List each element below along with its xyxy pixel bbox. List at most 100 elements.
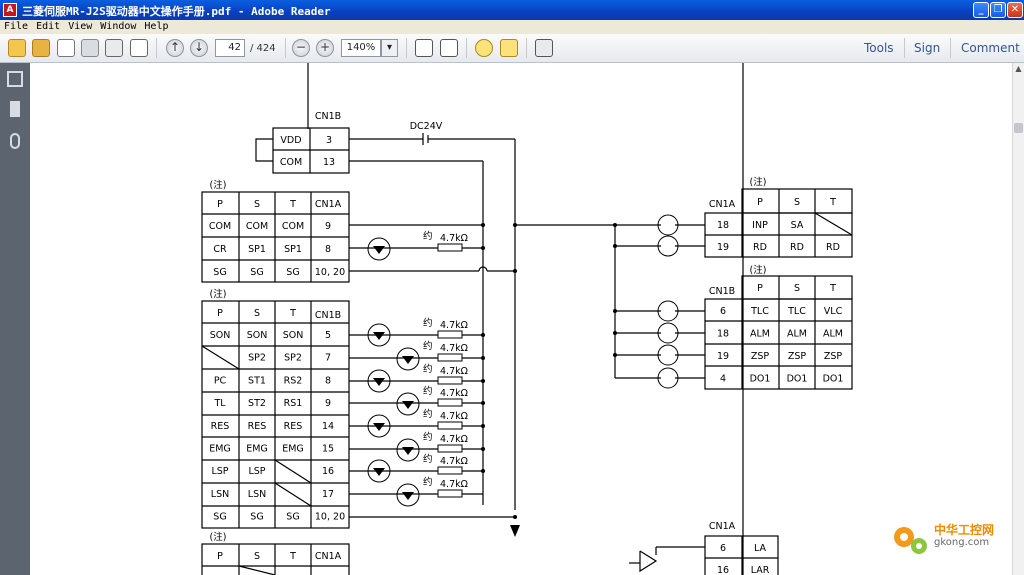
r2-cell: ZSP	[788, 351, 807, 362]
label-dc24v: DC24V	[410, 121, 443, 132]
zoom-input[interactable]: 140%	[341, 39, 381, 57]
tools-button[interactable]: Tools	[864, 41, 894, 55]
b2-cell: TL	[213, 398, 226, 409]
watermark-text-en: gkong.com	[934, 537, 990, 548]
b2-cell: EMG	[282, 444, 304, 455]
b1-cell: SG	[250, 267, 263, 278]
save-icon[interactable]	[81, 39, 99, 57]
page-total: / 424	[250, 43, 276, 54]
b2-cell: 16	[322, 466, 334, 477]
page-down-icon[interactable]: ↓	[190, 39, 208, 57]
b2-cell: 15	[322, 444, 334, 455]
page-up-icon[interactable]: ↑	[166, 39, 184, 57]
r2-conn: CN1B	[709, 286, 735, 297]
b1-head-s: S	[254, 199, 260, 210]
b2-cell: SP2	[284, 353, 302, 364]
edit-icon[interactable]	[57, 39, 75, 57]
toolbar-divider	[526, 38, 527, 58]
b1-cell: SG	[213, 267, 226, 278]
b2-cell: RES	[284, 421, 303, 432]
comment-button[interactable]: Comment	[961, 41, 1020, 55]
b2-cell: RES	[211, 421, 230, 432]
watermark-logo: 中华工控网 gkong.com	[888, 517, 1012, 563]
b2-cell: SON	[283, 330, 304, 341]
r1-cell: RD	[790, 242, 804, 253]
menu-edit[interactable]: Edit	[36, 21, 61, 32]
r2-cell: ZSP	[751, 351, 770, 362]
fullscreen-icon[interactable]	[535, 39, 553, 57]
b1-head-p: P	[217, 199, 223, 210]
scroll-thumb[interactable]	[1014, 123, 1023, 133]
r1-cell: 18	[717, 220, 729, 231]
note-1: (注)	[210, 179, 227, 191]
gear-logo-icon	[894, 527, 927, 554]
minimize-button[interactable]: _	[973, 2, 989, 18]
r2-cell: 18	[717, 329, 729, 340]
menu-window[interactable]: Window	[100, 21, 137, 32]
r3-cell: 6	[720, 543, 726, 554]
resistor-label: 4.7kΩ	[440, 434, 468, 445]
r1-cell: RD	[826, 242, 840, 253]
title-bar: A 三菱伺服MR-J2S驱动器中文操作手册.pdf - Adobe Reader…	[0, 0, 1024, 20]
b1-conn: CN1A	[315, 199, 342, 210]
b2-cell: LSP	[211, 466, 228, 477]
b2-head: P	[217, 308, 223, 319]
bookmarks-panel-icon[interactable]	[10, 101, 20, 117]
b2-cell: RS2	[284, 375, 303, 386]
r2-cell: ALM	[787, 329, 807, 340]
b2-cell: 7	[325, 353, 331, 364]
menu-file[interactable]: File	[4, 21, 29, 32]
create-pdf-icon[interactable]	[8, 39, 26, 57]
b1-cell: COM	[246, 221, 268, 232]
r2-cell: ALM	[750, 329, 770, 340]
b2-cell: SP2	[248, 353, 266, 364]
r1-cell: SA	[791, 220, 804, 231]
menu-help[interactable]: Help	[144, 21, 169, 32]
b1-cell: 9	[325, 221, 331, 232]
r3-cell: 16	[717, 565, 729, 575]
fit-width-icon[interactable]	[440, 39, 458, 57]
close-button[interactable]: ✕	[1007, 2, 1023, 18]
pages-panel-icon[interactable]	[7, 71, 23, 87]
scroll-up-icon[interactable]: ▲	[1015, 64, 1022, 73]
r2-cell: TLC	[750, 306, 769, 317]
zoom-dropdown-chevron-icon[interactable]: ▾	[381, 39, 398, 57]
attachments-icon[interactable]	[10, 133, 20, 149]
cell-vdd: VDD	[280, 135, 301, 146]
resistor-prefix: 约	[423, 317, 433, 329]
r2-cell: DO1	[750, 374, 771, 385]
restore-button[interactable]: ❐	[990, 2, 1006, 18]
sign-button[interactable]: Sign	[914, 41, 941, 55]
highlight-icon[interactable]	[500, 39, 518, 57]
b2-head: S	[254, 308, 260, 319]
resistor-label: 4.7kΩ	[440, 411, 468, 422]
b2-conn: CN1B	[315, 310, 341, 321]
note-2: (注)	[210, 288, 227, 300]
b2-cell: RES	[248, 421, 267, 432]
b2-cell: 10, 20	[315, 512, 345, 523]
zoom-in-icon[interactable]: +	[316, 39, 334, 57]
b2-cell: LSP	[248, 466, 265, 477]
b2-cell: EMG	[246, 444, 268, 455]
page-number-input[interactable]: 42	[215, 39, 245, 57]
menu-view[interactable]: View	[68, 21, 93, 32]
r3-cell: LAR	[751, 565, 770, 575]
r2-head: P	[757, 283, 763, 294]
email-icon[interactable]	[130, 39, 148, 57]
print-icon[interactable]	[105, 39, 123, 57]
zoom-out-icon[interactable]: −	[292, 39, 310, 57]
note-r2: (注)	[750, 264, 767, 276]
resistor-prefix: 约	[423, 431, 433, 443]
open-icon[interactable]	[32, 39, 50, 57]
fit-page-icon[interactable]	[415, 39, 433, 57]
b1-cell: 10, 20	[315, 267, 345, 278]
b3-head: P	[217, 551, 223, 562]
comment-bubble-icon[interactable]	[475, 39, 493, 57]
cell-vdd-pin: 3	[326, 135, 332, 146]
r3-cell: LA	[754, 543, 767, 554]
resistor-prefix: 约	[423, 340, 433, 352]
toolbar-divider	[904, 38, 905, 58]
b1-cell: CR	[213, 244, 227, 255]
vertical-scrollbar[interactable]: ▲	[1012, 63, 1024, 575]
wiring-diagram: CN1B VDD 3 COM 13 DC24V (注) P S T CN1A C…	[201, 63, 853, 575]
